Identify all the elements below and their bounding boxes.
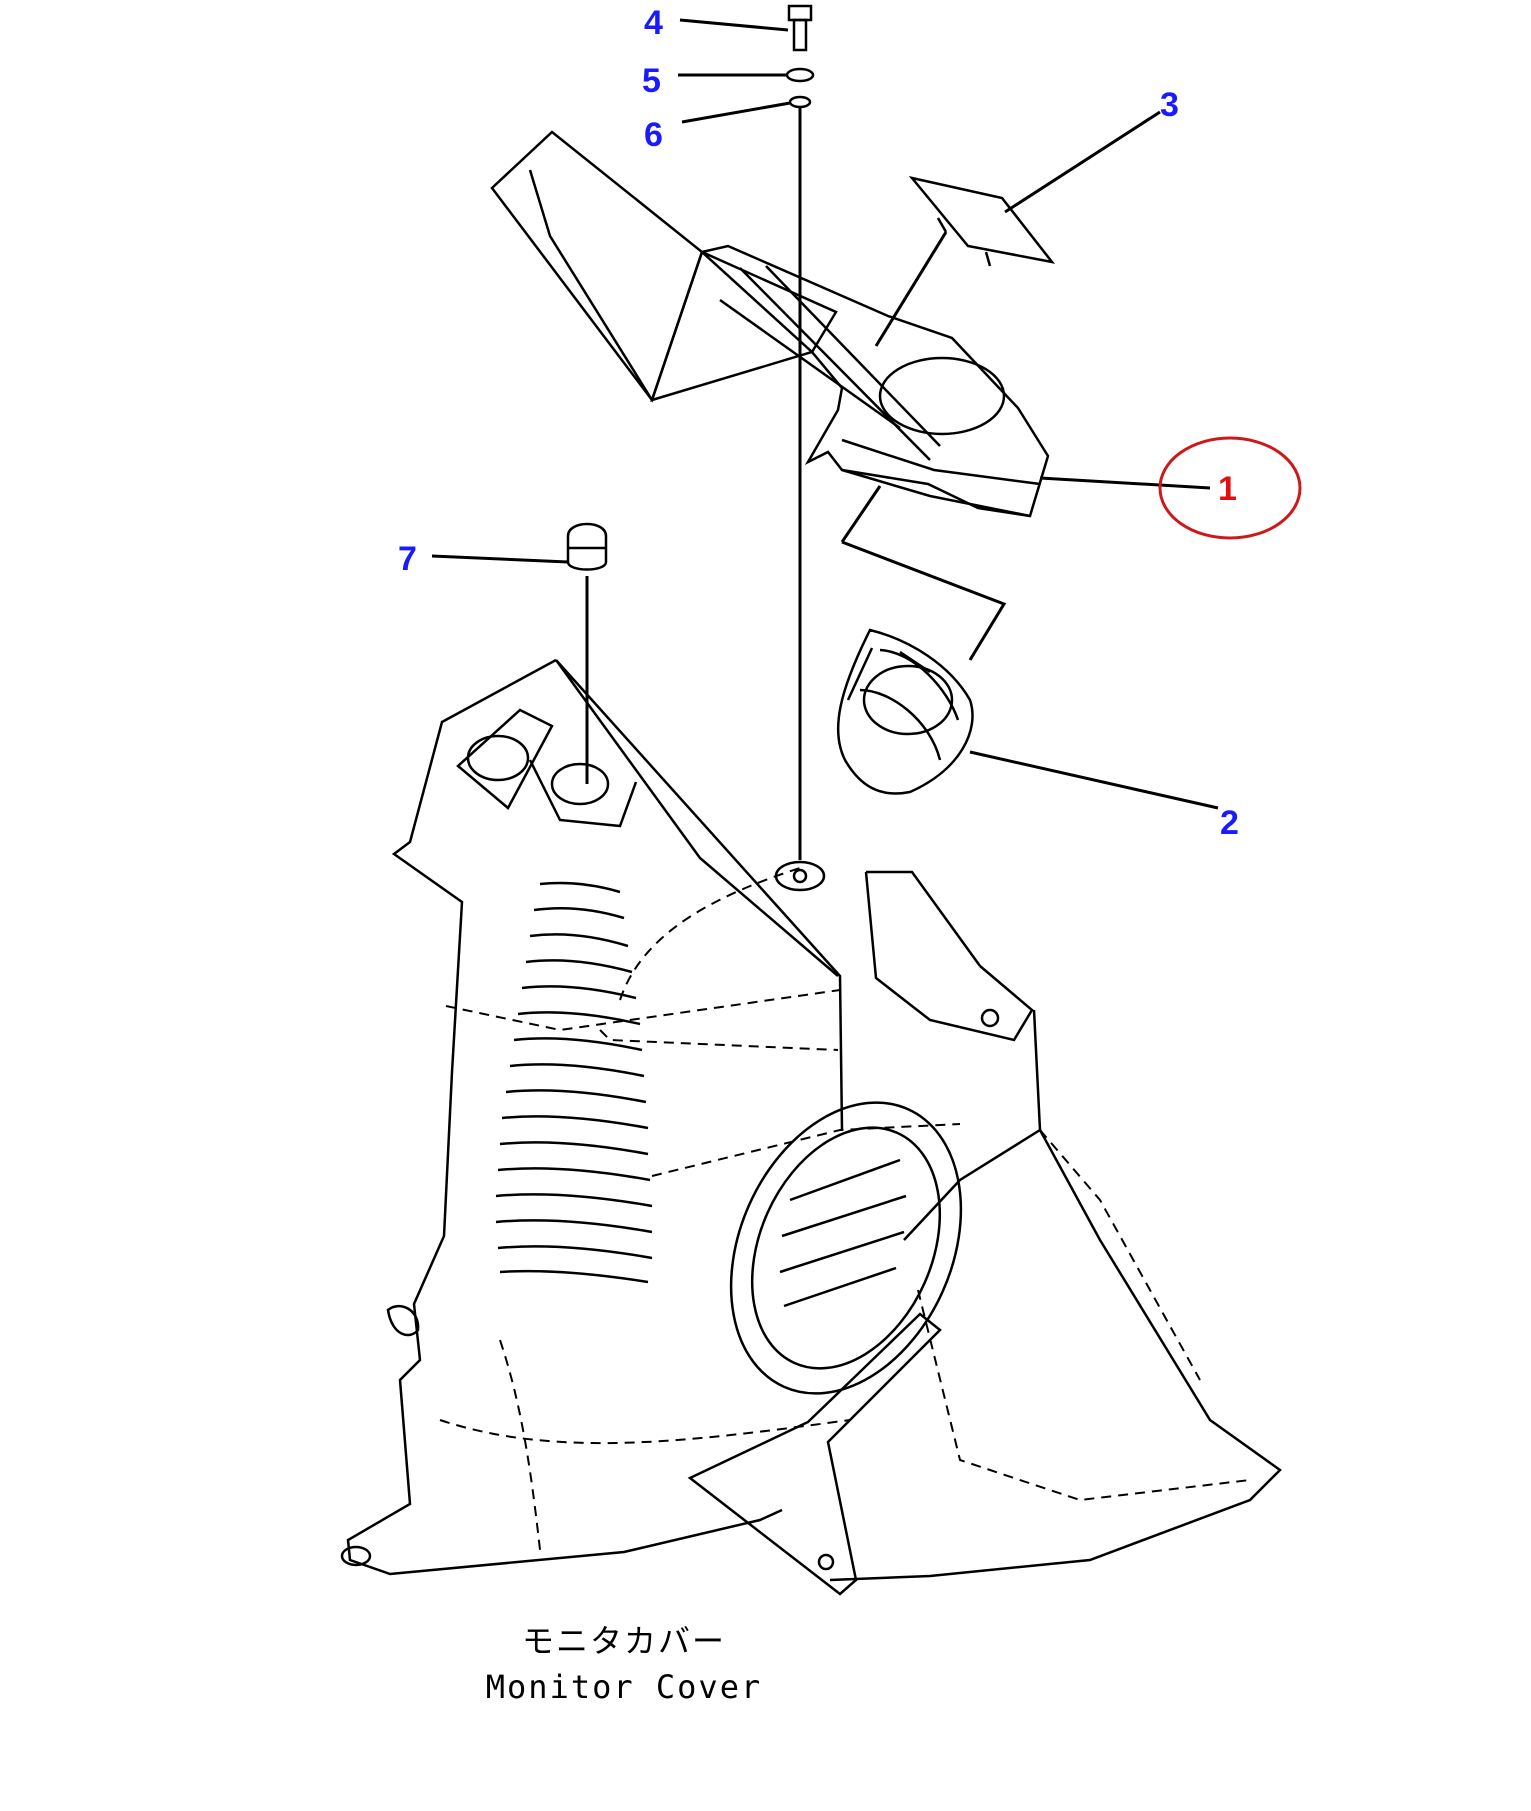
washer-part-6 — [788, 95, 812, 109]
leader-line-4 — [679, 18, 789, 32]
cap-part-3 — [874, 175, 1056, 347]
leader-line-2 — [969, 750, 1219, 810]
leader-line-1 — [1039, 476, 1211, 490]
plug-part-7 — [566, 522, 608, 784]
highlight-circle — [1158, 436, 1302, 540]
vent-part-2 — [836, 628, 974, 795]
caption-japanese: モニタカバー — [522, 1622, 726, 1660]
callout-2: 2 — [1220, 804, 1239, 842]
bellows-ribs — [495, 881, 653, 1284]
leader-line-6 — [681, 101, 791, 124]
leader-line-7 — [431, 554, 569, 564]
callout-1: 1 — [1218, 470, 1237, 508]
bolt-part-4 — [787, 4, 813, 52]
callout-7: 7 — [398, 540, 417, 578]
caption-english: Monitor Cover — [486, 1668, 762, 1706]
callout-4: 4 — [644, 4, 663, 42]
callout-5: 5 — [642, 62, 661, 100]
washer-part-5 — [785, 67, 815, 83]
callout-3: 3 — [1160, 86, 1179, 124]
callout-6: 6 — [644, 116, 663, 154]
monitor-cover-part-1 — [490, 130, 1050, 661]
leader-line-3 — [1004, 110, 1161, 214]
console-housing — [340, 658, 1282, 1596]
